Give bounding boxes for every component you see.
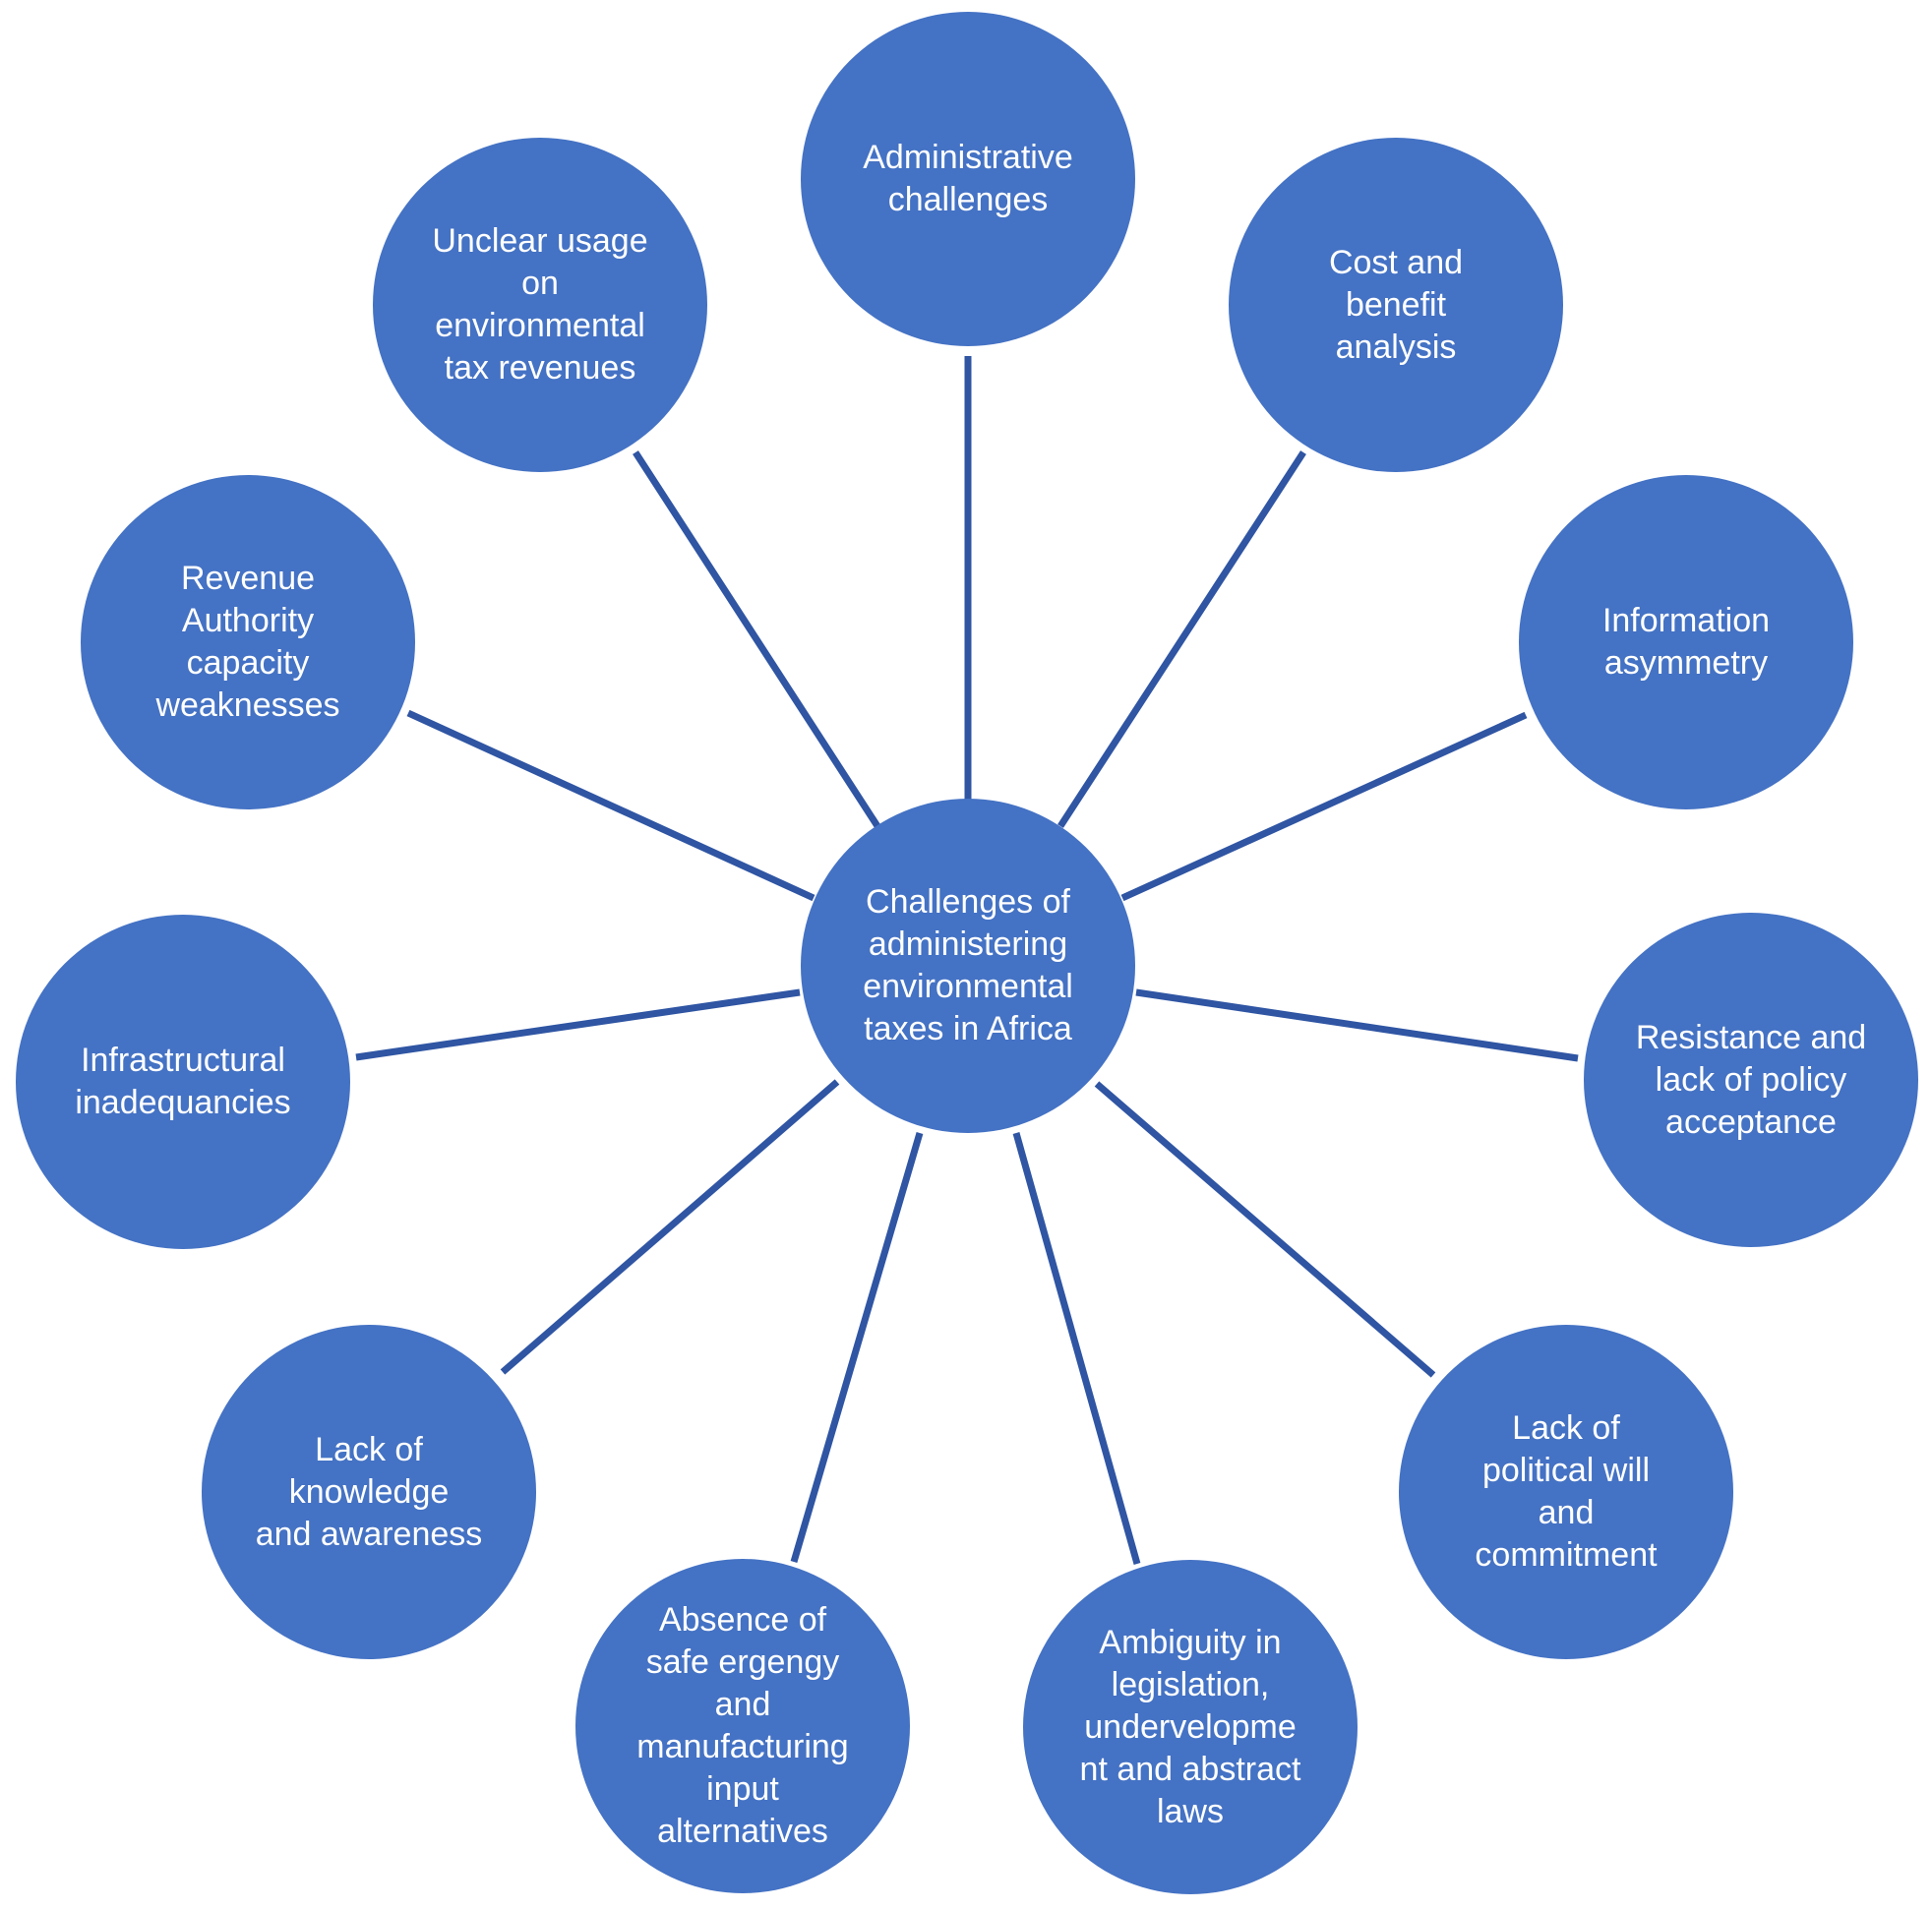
node-cost-and-benefit-analysis: Cost and benefit analysis bbox=[1229, 138, 1563, 472]
connector-resistance-policy-acceptance bbox=[1135, 988, 1579, 1062]
connector-unclear-usage-revenues bbox=[633, 450, 880, 828]
node-label: Unclear usage on environmental tax reven… bbox=[432, 222, 648, 387]
node-label: Resistance and lack of policy acceptance bbox=[1635, 1018, 1867, 1141]
node-absence-of-safe-energy: Absence of safe ergengy and manufacturin… bbox=[575, 1559, 910, 1893]
connector-absence-of-safe-energy bbox=[790, 1132, 924, 1563]
node-label: Cost and benefit analysis bbox=[1328, 243, 1464, 366]
connector-lack-of-knowledge bbox=[500, 1079, 840, 1375]
node-unclear-usage-revenues: Unclear usage on environmental tax reven… bbox=[373, 138, 707, 472]
connector-cost-and-benefit-analysis bbox=[1057, 450, 1306, 828]
node-label: Absence of safe ergengy and manufacturin… bbox=[636, 1601, 849, 1850]
node-ambiguity-in-legislation: Ambiguity in legislation, undervelopme n… bbox=[1023, 1560, 1358, 1894]
connector-lack-of-political-will bbox=[1094, 1081, 1436, 1378]
connector-revenue-authority-capacity bbox=[406, 709, 815, 902]
center-node-label: Challenges of administering environmenta… bbox=[863, 883, 1073, 1047]
connector-ambiguity-in-legislation bbox=[1012, 1132, 1141, 1565]
connector-information-asymmetry bbox=[1120, 711, 1528, 902]
node-label: Revenue Authority capacity weaknesses bbox=[155, 560, 340, 724]
node-information-asymmetry: Information asymmetry bbox=[1519, 475, 1853, 809]
node-administrative-challenges: Administrative challenges bbox=[801, 12, 1135, 346]
node-infrastructural-inadequancies: Infrastructural inadequancies bbox=[16, 915, 350, 1249]
node-label: Administrative challenges bbox=[863, 139, 1073, 218]
node-label: Ambiguity in legislation, undervelopme n… bbox=[1079, 1623, 1301, 1830]
center-node: Challenges of administering environmenta… bbox=[801, 799, 1135, 1133]
node-lack-of-knowledge: Lack of knowledge and awareness bbox=[202, 1325, 536, 1659]
node-revenue-authority-capacity: Revenue Authority capacity weaknesses bbox=[81, 475, 415, 809]
connector-infrastructural-inadequancies bbox=[355, 988, 801, 1061]
node-lack-of-political-will: Lack of political will and commitment bbox=[1399, 1325, 1733, 1659]
node-label: Infrastructural inadequancies bbox=[75, 1042, 291, 1121]
node-resistance-policy-acceptance: Resistance and lack of policy acceptance bbox=[1584, 913, 1918, 1247]
node-label: Lack of political will and commitment bbox=[1475, 1409, 1658, 1574]
node-label: Information asymmetry bbox=[1601, 602, 1771, 682]
node-label: Lack of knowledge and awareness bbox=[255, 1430, 483, 1553]
